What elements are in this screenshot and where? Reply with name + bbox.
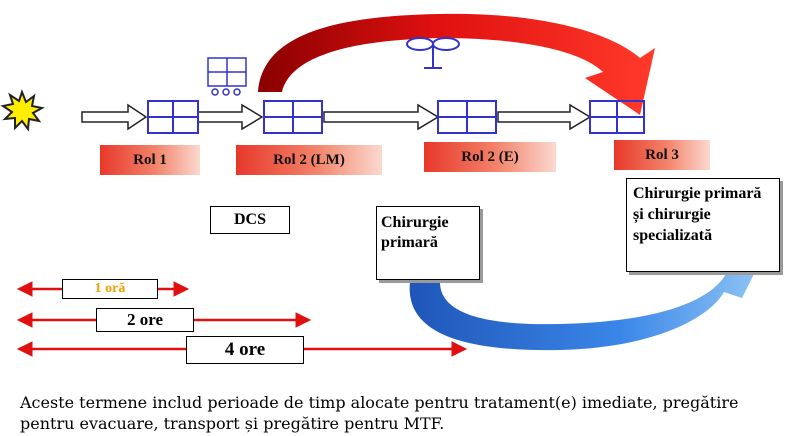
specialized-surgery-box: Chirurgie primară și chirurgie specializ… [626, 178, 780, 272]
role-label-rol-2-e: Rol 2 (E) [424, 142, 556, 172]
primary-surgery-box: Chirurgie primară [376, 206, 480, 280]
explosion-icon [0, 89, 45, 132]
red-evacuation-arc [258, 13, 655, 116]
unit-rol-2-lm [263, 100, 323, 134]
start-arrow [81, 103, 148, 131]
role-label-rol-1: Rol 1 [100, 145, 200, 175]
dcs-box: DCS [210, 206, 290, 234]
role-label-rol-2-lm: Rol 2 (LM) [236, 145, 382, 175]
unit-rol-1 [147, 100, 199, 134]
time-label-1-hour: 1 oră [62, 279, 158, 299]
role-label-rol-3: Rol 3 [614, 140, 710, 170]
chain-connectors [197, 103, 592, 131]
unit-rol-3 [589, 100, 645, 134]
hospital-unit-icon [207, 57, 247, 96]
blue-evacuation-arc [409, 262, 760, 351]
helicopter-icon [406, 37, 460, 69]
unit-rol-2-e [437, 100, 497, 134]
time-label-2-hours: 2 ore [96, 308, 194, 332]
time-label-4-hours: 4 ore [186, 336, 304, 364]
caption-text: Aceste termene includ perioade de timp a… [20, 393, 739, 433]
